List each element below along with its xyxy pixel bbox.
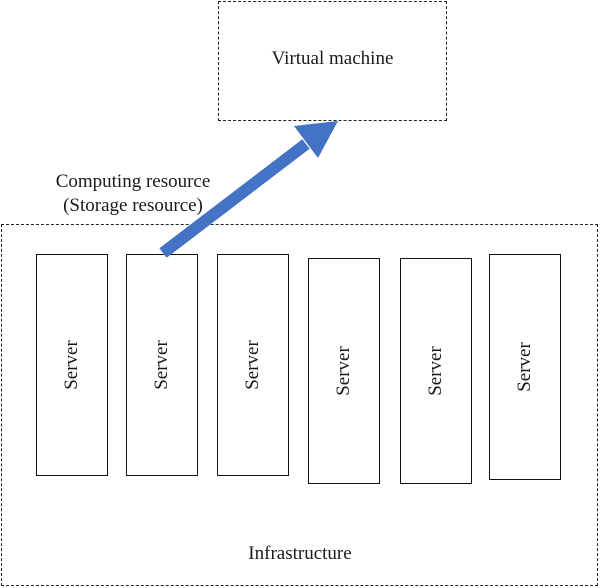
server-label: Server xyxy=(151,340,172,390)
server-label: Server xyxy=(333,346,354,396)
arrow-head xyxy=(294,121,338,158)
server-5: Server xyxy=(400,258,472,484)
server-label: Server xyxy=(61,340,82,390)
server-2: Server xyxy=(126,254,198,476)
server-label: Server xyxy=(425,346,446,396)
server-3: Server xyxy=(217,254,289,476)
virtual-machine-box: Virtual machine xyxy=(218,1,447,121)
server-4: Server xyxy=(308,258,380,484)
server-1: Server xyxy=(36,254,108,476)
resource-label: Computing resource (Storage resource) xyxy=(28,170,238,218)
computing-resource-text: Computing resource xyxy=(55,171,211,192)
server-6: Server xyxy=(489,254,561,480)
server-label: Server xyxy=(242,340,263,390)
storage-resource-text: (Storage resource) xyxy=(63,195,203,216)
virtual-machine-label: Virtual machine xyxy=(271,48,394,69)
server-label: Server xyxy=(514,342,535,392)
infrastructure-label: Infrastructure xyxy=(248,543,352,564)
